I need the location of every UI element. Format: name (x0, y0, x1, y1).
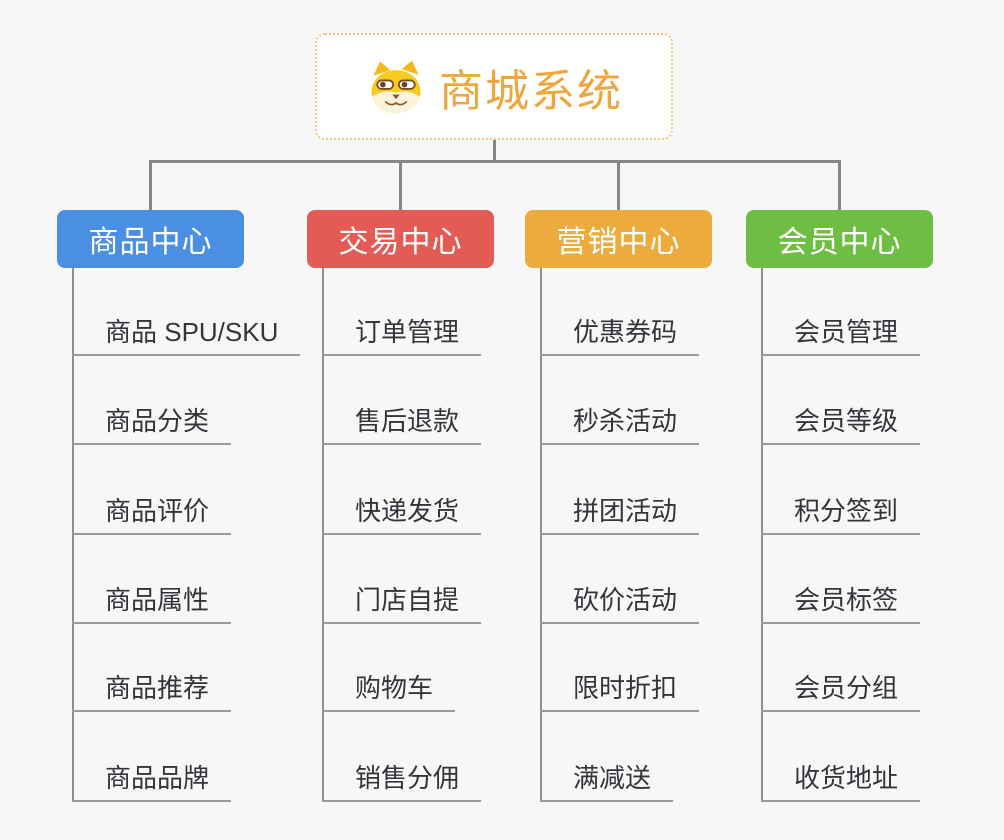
leaf-label: 商品属性 (72, 585, 232, 624)
leaf-node[interactable]: 订单管理 (322, 317, 482, 356)
leaf-label: 门店自提 (322, 585, 482, 624)
leaf-node[interactable]: 商品评价 (72, 496, 232, 535)
leaf-node[interactable]: 门店自提 (322, 585, 482, 624)
leaf-node[interactable]: 商品分类 (72, 406, 232, 445)
leaf-label: 商品分类 (72, 406, 232, 445)
leaf-label: 会员等级 (761, 406, 921, 445)
leaf-node[interactable]: 商品品牌 (72, 763, 232, 802)
leaf-node[interactable]: 积分签到 (761, 496, 921, 535)
leaf-node[interactable]: 拼团活动 (540, 496, 700, 535)
shiba-dog-icon (365, 60, 427, 114)
leaf-node[interactable]: 会员标签 (761, 585, 921, 624)
branch-trunk-line-1 (72, 268, 74, 802)
leaf-node[interactable]: 购物车 (322, 673, 456, 712)
connector-root-stem (493, 140, 496, 163)
leaf-node[interactable]: 秒杀活动 (540, 406, 700, 445)
leaf-label: 积分签到 (761, 496, 921, 535)
leaf-label: 会员标签 (761, 585, 921, 624)
root-node[interactable]: 商城系统 (315, 33, 673, 140)
root-title: 商城系统 (439, 66, 623, 116)
leaf-label: 商品 SPU/SKU (72, 317, 301, 356)
branch-header-3[interactable]: 营销中心 (525, 210, 712, 268)
branch-trunk-line-3 (540, 268, 542, 802)
leaf-node[interactable]: 售后退款 (322, 406, 482, 445)
branch-header-4[interactable]: 会员中心 (746, 210, 933, 268)
leaf-label: 销售分佣 (322, 763, 482, 802)
leaf-node[interactable]: 商品 SPU/SKU (72, 317, 301, 356)
leaf-label: 商品评价 (72, 496, 232, 535)
leaf-node[interactable]: 商品推荐 (72, 673, 232, 712)
leaf-node[interactable]: 会员分组 (761, 673, 921, 712)
connector-drop-3 (617, 160, 620, 210)
leaf-node[interactable]: 会员等级 (761, 406, 921, 445)
branch-header-1[interactable]: 商品中心 (57, 210, 244, 268)
leaf-label: 商品推荐 (72, 673, 232, 712)
connector-drop-1 (149, 160, 152, 210)
leaf-node[interactable]: 会员管理 (761, 317, 921, 356)
leaf-node[interactable]: 砍价活动 (540, 585, 700, 624)
leaf-node[interactable]: 快递发货 (322, 496, 482, 535)
leaf-label: 售后退款 (322, 406, 482, 445)
leaf-label: 快递发货 (322, 496, 482, 535)
branch-trunk-line-4 (761, 268, 763, 802)
leaf-node[interactable]: 销售分佣 (322, 763, 482, 802)
leaf-label: 购物车 (322, 673, 456, 712)
leaf-node[interactable]: 限时折扣 (540, 673, 700, 712)
leaf-node[interactable]: 满减送 (540, 763, 674, 802)
leaf-label: 商品品牌 (72, 763, 232, 802)
leaf-label: 拼团活动 (540, 496, 700, 535)
leaf-node[interactable]: 商品属性 (72, 585, 232, 624)
leaf-label: 限时折扣 (540, 673, 700, 712)
leaf-label: 砍价活动 (540, 585, 700, 624)
leaf-label: 会员管理 (761, 317, 921, 356)
branch-header-2[interactable]: 交易中心 (307, 210, 494, 268)
leaf-node[interactable]: 收货地址 (761, 763, 921, 802)
leaf-label: 满减送 (540, 763, 674, 802)
connector-rail (149, 160, 841, 163)
leaf-label: 订单管理 (322, 317, 482, 356)
leaf-label: 会员分组 (761, 673, 921, 712)
leaf-label: 优惠券码 (540, 317, 700, 356)
branch-trunk-line-2 (322, 268, 324, 802)
leaf-label: 秒杀活动 (540, 406, 700, 445)
connector-drop-4 (838, 160, 841, 210)
leaf-label: 收货地址 (761, 763, 921, 802)
connector-drop-2 (399, 160, 402, 210)
leaf-node[interactable]: 优惠券码 (540, 317, 700, 356)
